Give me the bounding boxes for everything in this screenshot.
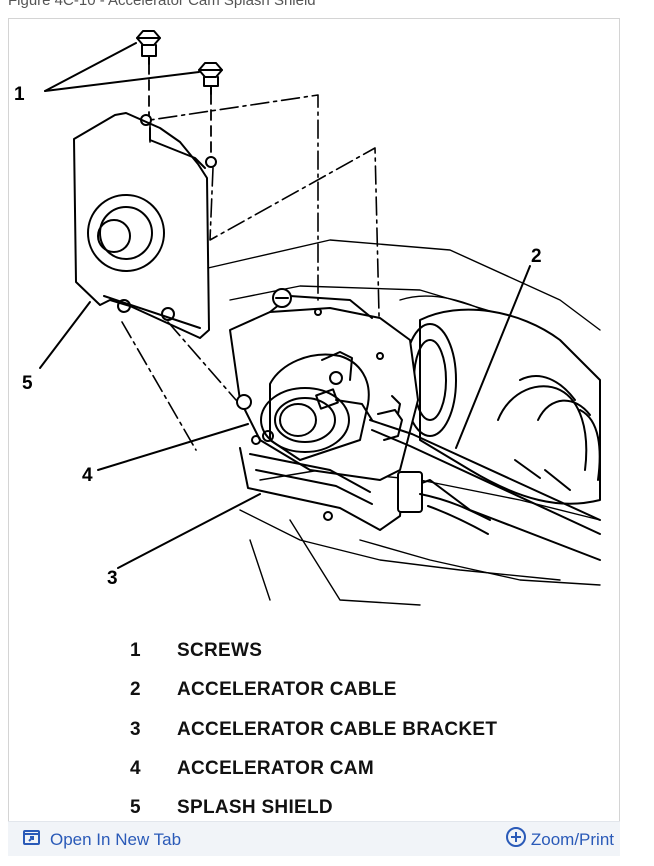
open-in-new-tab-label: Open In New Tab xyxy=(50,829,182,849)
open-in-new-tab-icon xyxy=(22,828,42,851)
legend-label: SCREWS xyxy=(177,640,263,661)
callout-4: 4 xyxy=(82,465,93,486)
callout-2: 2 xyxy=(531,246,542,267)
screw-left xyxy=(136,30,161,65)
legend-number: 2 xyxy=(130,679,141,700)
legend-number: 1 xyxy=(130,640,141,661)
transmission-housing xyxy=(403,308,601,505)
legend-label: SPLASH SHIELD xyxy=(177,797,333,818)
legend-label: ACCELERATOR CAM xyxy=(177,758,374,779)
legend-number: 5 xyxy=(130,797,141,818)
open-in-new-tab-button[interactable]: Open In New Tab xyxy=(22,822,181,857)
zoom-print-label: Zoom/Print xyxy=(530,829,614,849)
legend-number: 3 xyxy=(130,719,141,740)
legend-label: ACCELERATOR CABLE BRACKET xyxy=(177,719,498,740)
callout-3: 3 xyxy=(107,568,118,589)
splash-shield xyxy=(73,112,217,339)
screw-right xyxy=(198,62,223,95)
legend-number: 4 xyxy=(130,758,141,779)
accelerator-cable xyxy=(369,395,601,535)
zoom-plus-circle-icon xyxy=(505,826,527,853)
figure-caption: Figure 4C-10 - Accelerator Cam Splash Sh… xyxy=(8,0,316,9)
accelerator-cam xyxy=(260,351,373,461)
zoom-print-button[interactable]: Zoom/Print xyxy=(505,822,614,857)
image-toolbar: Open In New Tab Zoom/Print xyxy=(8,821,620,856)
callout-5: 5 xyxy=(22,373,33,394)
callout-1: 1 xyxy=(14,84,25,105)
legend-label: ACCELERATOR CABLE xyxy=(177,679,397,700)
accelerator-cable-bracket xyxy=(239,430,601,561)
